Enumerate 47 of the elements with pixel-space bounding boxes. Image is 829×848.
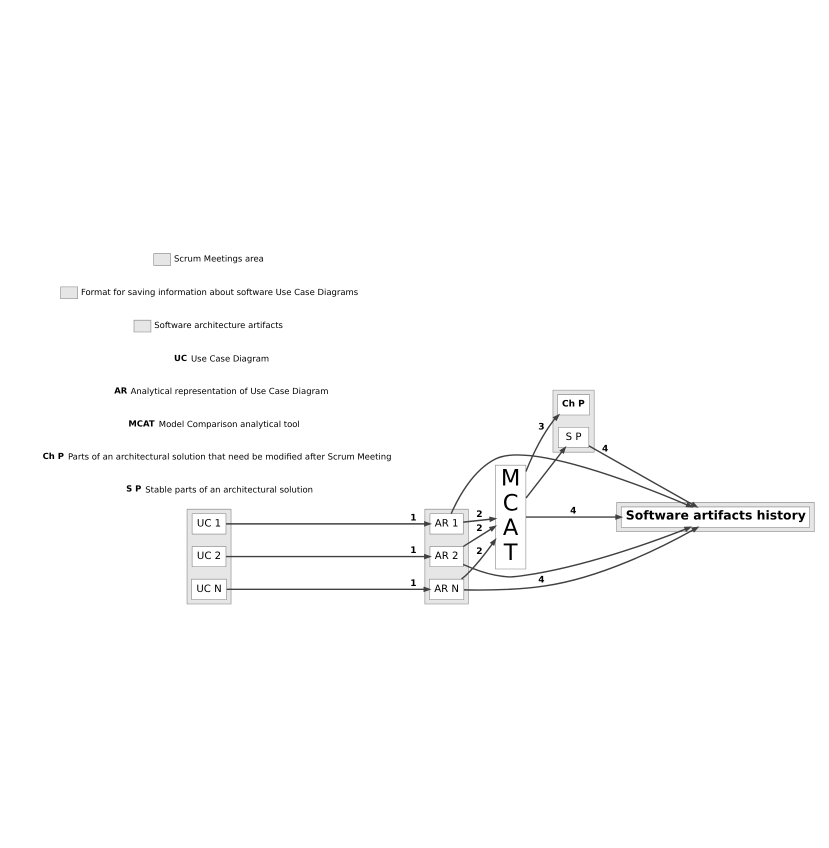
arrow — [588, 445, 698, 508]
node-box: UC N — [190, 578, 226, 600]
label: MCAT — [128, 418, 154, 428]
arrow — [450, 454, 694, 514]
arrow — [524, 414, 560, 472]
arrow — [226, 554, 432, 560]
edge-label: 4 — [538, 575, 544, 586]
label: AR — [114, 386, 127, 396]
label: Ch P — [42, 450, 64, 461]
label: UC — [174, 352, 187, 363]
arrow — [226, 521, 432, 527]
node-box: Software artifacts history — [620, 506, 810, 528]
edge-label: 2 — [476, 510, 482, 520]
arrow — [226, 586, 431, 592]
edge-label: 1 — [410, 546, 416, 556]
edge-label: 4 — [570, 506, 576, 517]
label: S P — [126, 484, 141, 494]
node-box: M C A T — [494, 464, 526, 570]
label: Use Case Diagram — [190, 353, 269, 364]
arrow — [526, 514, 623, 520]
node-box: AR 1 — [429, 513, 464, 534]
cluster — [186, 508, 231, 604]
legend-label: Format for saving information about software Use Case Diagrams — [80, 286, 358, 297]
edge-label: 2 — [476, 524, 482, 534]
arrow — [462, 525, 497, 548]
edge-label: 3 — [538, 422, 544, 433]
node-box: UC 1 — [191, 513, 226, 534]
label: Model Comparison analytical tool — [158, 418, 300, 429]
label: Analytical representation of Use Case Diagram — [130, 386, 328, 396]
arrow — [524, 446, 566, 498]
edge-label: 2 — [476, 547, 482, 558]
edge-label: 4 — [602, 444, 608, 455]
node-box: S P — [558, 427, 589, 448]
arrow — [463, 526, 699, 591]
node-box: Ch P — [556, 394, 590, 416]
edge-label: 1 — [410, 578, 416, 589]
arrow — [462, 526, 692, 578]
edge-label: 1 — [410, 513, 416, 524]
node-box: UC 2 — [191, 546, 226, 568]
legend-label: Scrum Meetings area — [174, 253, 264, 264]
label: Parts of an architectural solution that need be modified after Scrum Meeting — [67, 452, 391, 462]
node-box: AR 2 — [429, 546, 464, 568]
label: Stable parts of an architectural solution — [144, 484, 313, 494]
arrow — [462, 516, 497, 523]
node-box: AR N — [428, 578, 464, 600]
arrow — [460, 538, 496, 580]
legend-label: Software architecture artifacts — [154, 320, 282, 330]
